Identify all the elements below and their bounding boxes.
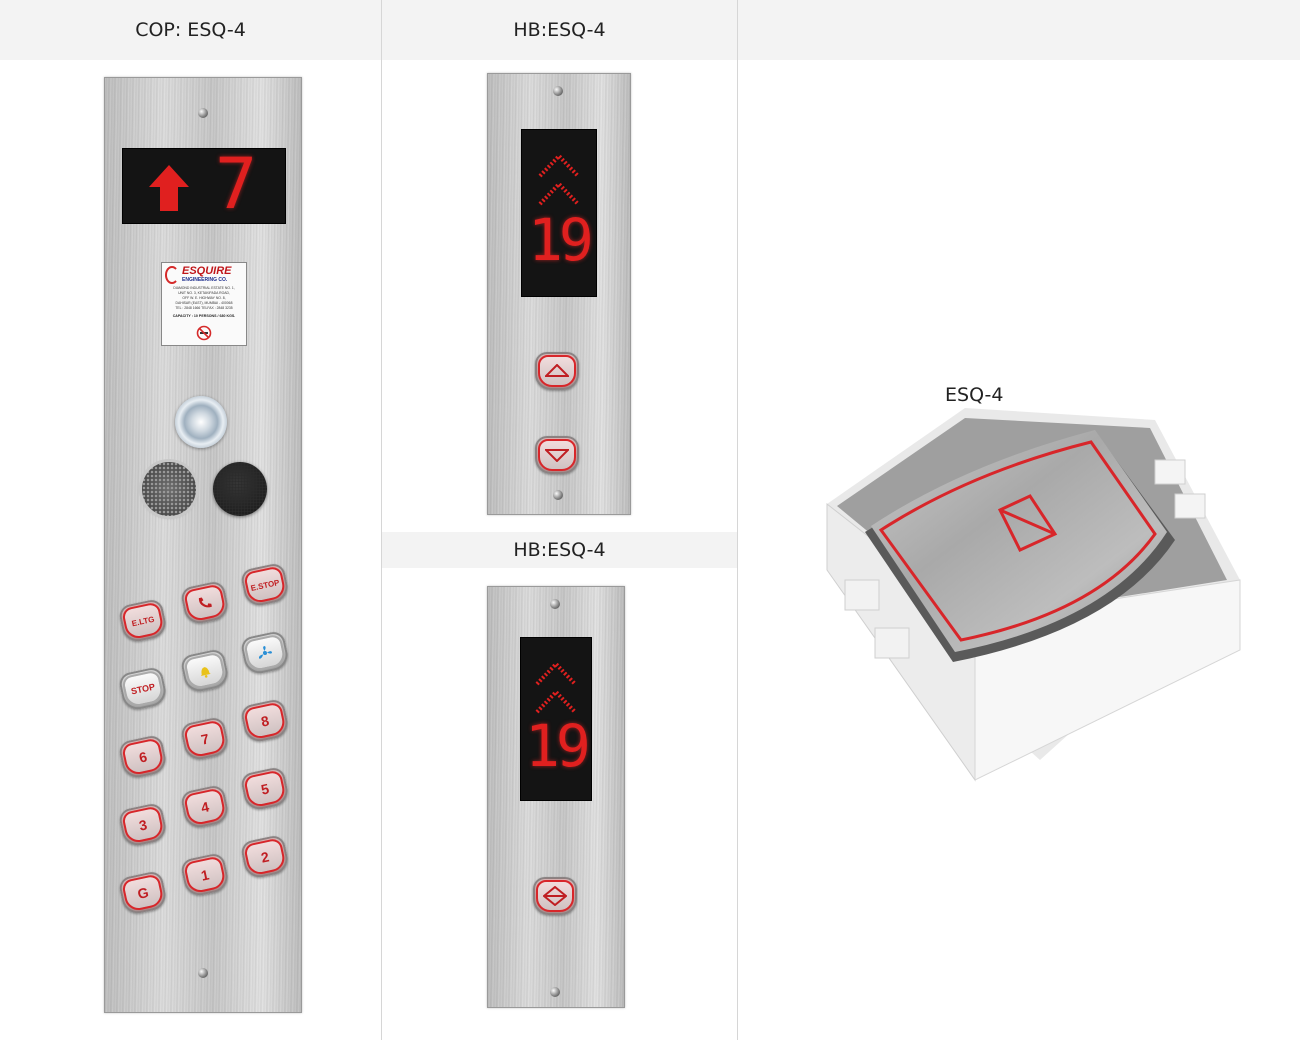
button-label: 8: [243, 701, 287, 741]
screw-bottom: [553, 490, 563, 500]
screw-top: [198, 108, 208, 118]
floor-2-button[interactable]: 2: [239, 833, 291, 881]
address-line: UNIT NO. 3, KETAKIPADA ROAD,: [178, 291, 230, 295]
hb-title-1: HB:ESQ-4: [513, 19, 606, 41]
brand-sub: ENGINEERING CO.: [182, 277, 228, 283]
fan-button[interactable]: [239, 629, 291, 677]
alarm-bell-button[interactable]: [179, 647, 231, 695]
floor-6-button[interactable]: 6: [117, 733, 169, 781]
cop-floor-display: 7: [122, 148, 286, 224]
hb1-floor-number: 19: [528, 206, 594, 274]
bell-icon: [200, 667, 211, 678]
up-arrow-icon: [149, 165, 189, 211]
logo-icon: [165, 266, 179, 284]
up-down-arrow-icon: [543, 886, 567, 906]
button-product-title: ESQ-4: [945, 384, 1004, 406]
hb2-floor-display: 19: [520, 637, 592, 801]
emergency-stop-button[interactable]: E.STOP: [239, 561, 291, 609]
floor-8-button[interactable]: 8: [239, 697, 291, 745]
intercom-button[interactable]: [179, 579, 231, 627]
address-line: OFF W. E. HIGHWAY NO. 8,: [182, 296, 226, 300]
fan-icon: [258, 645, 273, 659]
divider-1: [381, 0, 382, 1040]
cop-floor-number: 7: [215, 148, 258, 224]
up-arrow-icon: [545, 364, 569, 377]
screw-bottom: [198, 968, 208, 978]
cop-header: COP: ESQ-4: [0, 0, 381, 60]
floor-3-button[interactable]: 3: [117, 801, 169, 849]
cop-panel: 7 ESQUIRE ENGINEERING CO. DIAMOND INDUST…: [104, 77, 302, 1013]
button-label: 4: [183, 787, 227, 827]
hall-button-panel-2: 19: [487, 586, 625, 1008]
hall-down-button[interactable]: [535, 436, 579, 474]
button-face: [183, 583, 227, 623]
button-label: G: [121, 873, 165, 913]
button-label: 6: [121, 737, 165, 777]
screw-top: [553, 86, 563, 96]
hb-title-2: HB:ESQ-4: [513, 539, 606, 561]
floor-7-button[interactable]: 7: [179, 715, 231, 763]
hb2-floor-number: 19: [525, 712, 591, 780]
hall-call-button[interactable]: [533, 877, 577, 915]
chevron-up-icon: [535, 661, 577, 714]
button-label: E.STOP: [243, 565, 287, 605]
hb-header-2: HB:ESQ-4: [382, 532, 737, 568]
address-block: DIAMOND INDUSTRIAL ESTATE NO. 1, UNIT NO…: [162, 286, 246, 311]
capacity-text: CAPACITY : 10 PERSONS / 680 KGS.: [172, 314, 236, 318]
emergency-light-button[interactable]: E.LTG: [117, 597, 169, 645]
no-smoking-icon: [196, 325, 212, 341]
floor-5-button[interactable]: 5: [239, 765, 291, 813]
button-label: 7: [183, 719, 227, 759]
floor-4-button[interactable]: 4: [179, 783, 231, 831]
hb-header-1: HB:ESQ-4: [382, 0, 737, 60]
esq4-push-button-render: [826, 408, 1241, 782]
speaker-grille: [142, 462, 196, 516]
down-arrow-icon: [545, 449, 569, 462]
button-label: 2: [243, 837, 287, 877]
hb1-floor-display: 19: [521, 129, 597, 297]
floor-g-button[interactable]: G: [117, 869, 169, 917]
button-label: 5: [243, 769, 287, 809]
floor-1-button[interactable]: 1: [179, 851, 231, 899]
button-face: [536, 880, 574, 912]
button-label: STOP: [121, 669, 165, 709]
button-face: [183, 651, 227, 691]
button-label: 3: [121, 805, 165, 845]
screw-bottom: [550, 987, 560, 997]
divider-2: [737, 0, 738, 1040]
button-face: [538, 355, 576, 387]
capacity-plate: ESQUIRE ENGINEERING CO. DIAMOND INDUSTRI…: [161, 262, 247, 346]
address-line: DIAMOND INDUSTRIAL ESTATE NO. 1,: [173, 286, 235, 290]
screw-top: [550, 599, 560, 609]
microphone-grille: [213, 462, 267, 516]
address-line: DAHISAR (EAST), MUMBAI - 400068: [175, 301, 233, 305]
address-line: TEL : 2848 1666 TELFAX : 2848 3235: [175, 306, 233, 310]
button-face: [243, 633, 287, 673]
button-face: [538, 439, 576, 471]
button-label: 1: [183, 855, 227, 895]
brand-name: ESQUIRE: [182, 265, 232, 277]
hall-button-panel-1: 19: [487, 73, 631, 515]
button-header: [738, 0, 1300, 60]
phone-icon: [198, 597, 212, 608]
chevron-up-icon: [538, 153, 580, 206]
hall-up-button[interactable]: [535, 352, 579, 390]
camera-lens: [175, 396, 227, 448]
button-label: E.LTG: [121, 601, 165, 641]
stop-button[interactable]: STOP: [117, 665, 169, 713]
cop-title: COP: ESQ-4: [135, 19, 246, 41]
